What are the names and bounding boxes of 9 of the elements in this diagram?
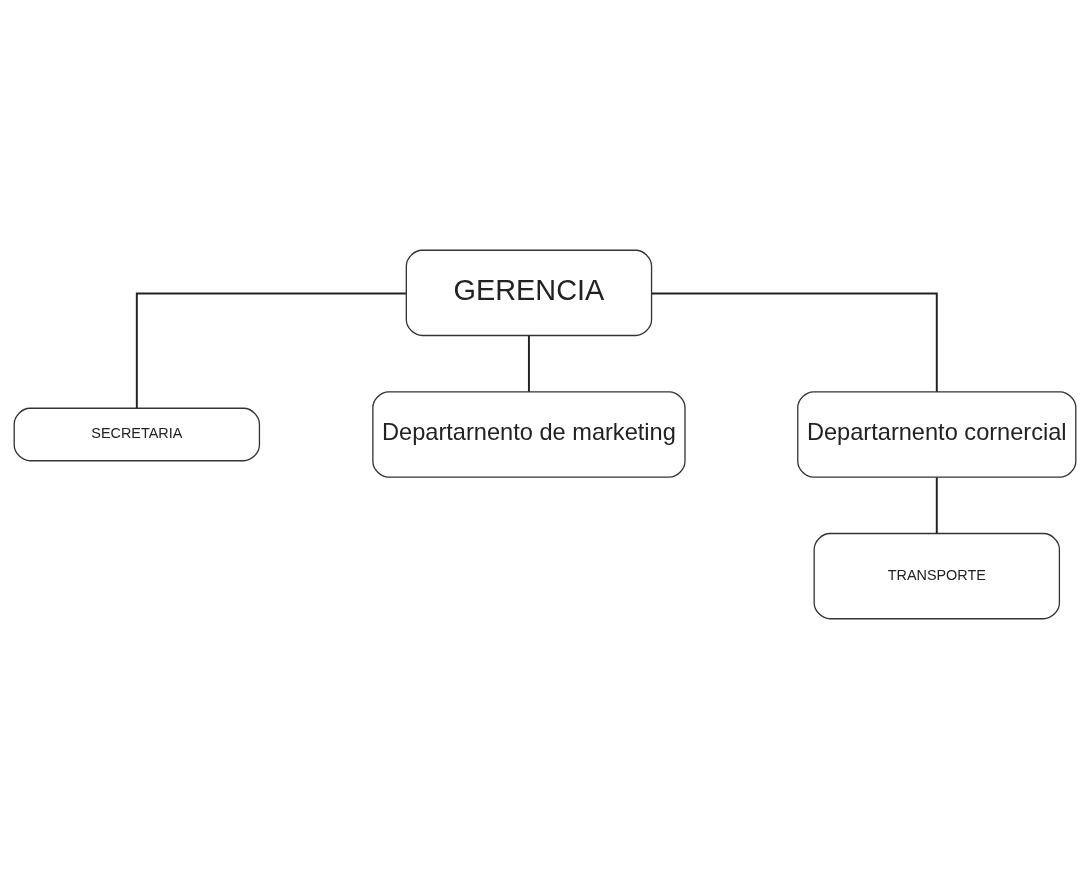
connector	[527, 334, 530, 393]
connector	[650, 292, 938, 393]
node-box: TRANSPORTE	[813, 532, 1061, 620]
connector	[135, 292, 407, 409]
node-box: GERENCIA	[405, 249, 653, 337]
node-box: Departarnento cornercial	[797, 391, 1077, 478]
connector	[935, 476, 938, 535]
node-box: SECRETARIA	[13, 407, 261, 462]
node-box: Departarnento de marketing	[372, 391, 686, 478]
